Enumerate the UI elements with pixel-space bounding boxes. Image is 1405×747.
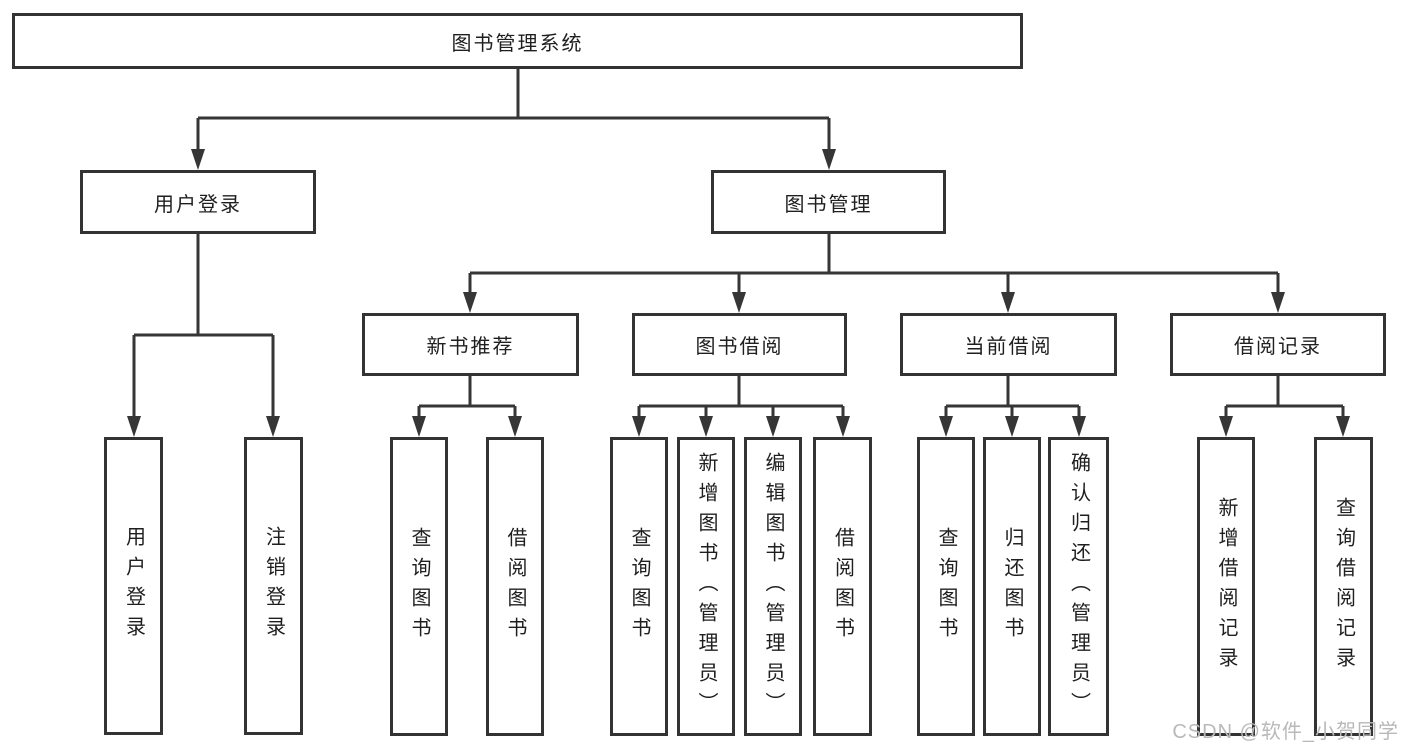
leaf-newbook-query-book-label: 查询图书	[408, 526, 430, 647]
leaf-newbook-query-book: 查询图书	[390, 437, 448, 736]
node-book-borrow-label: 图书借阅	[695, 336, 784, 358]
node-user-login: 用户登录	[80, 170, 316, 234]
leaf-borrow-borrow-book-label: 借阅图书	[831, 526, 854, 647]
leaf-borrow-query-book: 查询图书	[610, 437, 668, 736]
node-current-borrow: 当前借阅	[900, 313, 1117, 376]
leaf-record-query-borrow-record-label: 查询借阅记录	[1332, 496, 1355, 677]
node-root: 图书管理系统	[12, 13, 1023, 69]
node-borrow-records: 借阅记录	[1170, 313, 1386, 376]
csdn-watermark: CSDN @软件_小贺同学	[1172, 721, 1399, 743]
leaf-current-return-book-label: 归还图书	[1001, 526, 1023, 647]
leaf-logout: 注销登录	[244, 437, 303, 735]
leaf-record-add-borrow-record-label: 新增借阅记录	[1215, 496, 1237, 677]
node-book-management-label: 图书管理	[784, 193, 873, 216]
leaf-record-query-borrow-record: 查询借阅记录	[1314, 437, 1373, 736]
leaf-newbook-borrow-book: 借阅图书	[486, 437, 544, 736]
leaf-newbook-borrow-book-label: 借阅图书	[504, 526, 526, 647]
leaf-current-confirm-return-admin: 确认归还（管理员）	[1048, 437, 1109, 736]
leaf-borrow-borrow-book: 借阅图书	[813, 437, 872, 736]
leaf-borrow-edit-book-admin-label: 编辑图书（管理员）	[762, 451, 784, 722]
leaf-current-query-book: 查询图书	[917, 437, 975, 736]
node-borrow-records-label: 借阅记录	[1234, 336, 1322, 358]
leaf-borrow-edit-book-admin: 编辑图书（管理员）	[744, 437, 802, 736]
leaf-user-login: 用户登录	[104, 437, 163, 735]
leaf-current-query-book-label: 查询图书	[935, 526, 957, 647]
node-user-login-label: 用户登录	[154, 193, 242, 216]
node-book-borrow: 图书借阅	[632, 313, 847, 376]
leaf-borrow-add-book-admin-label: 新增图书（管理员）	[695, 451, 717, 722]
node-root-label: 图书管理系统	[451, 32, 584, 55]
node-book-management: 图书管理	[711, 170, 946, 234]
leaf-logout-label: 注销登录	[262, 526, 285, 646]
node-new-book-recommend: 新书推荐	[362, 313, 579, 376]
leaf-borrow-query-book-label: 查询图书	[628, 526, 650, 647]
node-current-borrow-label: 当前借阅	[964, 336, 1053, 358]
leaf-record-add-borrow-record: 新增借阅记录	[1197, 437, 1255, 736]
leaf-current-return-book: 归还图书	[983, 437, 1041, 736]
leaf-current-confirm-return-admin-label: 确认归还（管理员）	[1067, 451, 1090, 722]
leaf-borrow-add-book-admin: 新增图书（管理员）	[677, 437, 735, 736]
leaf-user-login-label: 用户登录	[122, 526, 145, 646]
node-new-book-recommend-label: 新书推荐	[426, 336, 515, 358]
